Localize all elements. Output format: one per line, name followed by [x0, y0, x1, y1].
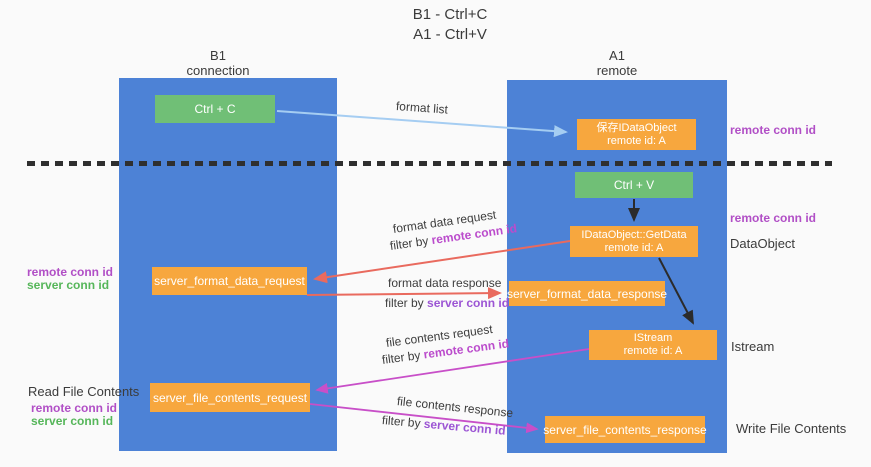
- annotation-istream: Istream: [731, 339, 775, 354]
- filter-prefix: filter by: [381, 347, 425, 367]
- node-idataobject-getdata-line1: IDataObject::GetData: [581, 228, 687, 241]
- node-istream-line2: remote id: A: [623, 345, 683, 357]
- annotation-remote-conn-id-top: remote conn id: [730, 123, 817, 137]
- node-server-file-contents-request: server_file_contents_request: [150, 383, 310, 412]
- annotation-remote-conn-id: remote conn id: [27, 265, 114, 279]
- node-istream: IStream remote id: A: [589, 330, 717, 360]
- node-idataobject-getdata: IDataObject::GetData remote id: A: [570, 226, 698, 257]
- edge-label-format-data-response: format data response: [388, 276, 502, 290]
- annotation-left-conn-ids-top: remote conn id server conn id: [27, 266, 113, 292]
- annotation-server-conn-id: server conn id: [27, 278, 110, 292]
- diagram-title: B1 - Ctrl+C A1 - Ctrl+V: [250, 5, 650, 45]
- annotation-read-file-contents: Read File Contents: [28, 384, 140, 399]
- annotation-remote-conn-id-mid: remote conn id: [730, 211, 817, 225]
- lane-a1-role: remote: [596, 63, 638, 78]
- filter-key-server-conn-id: server conn id: [427, 296, 510, 310]
- node-saved-idataobject: 保存IDataObject remote id: A: [577, 119, 696, 150]
- node-ctrl-v-label: Ctrl + V: [613, 178, 655, 192]
- node-ctrl-v: Ctrl + V: [575, 172, 693, 198]
- node-saved-idataobject-line1: 保存IDataObject: [596, 121, 677, 134]
- node-idataobject-getdata-line2: remote id: A: [604, 241, 664, 254]
- node-server-format-data-request: server_format_data_request: [152, 267, 307, 295]
- annotation-left-conn-ids-bottom: remote conn id server conn id: [31, 402, 117, 428]
- node-server-format-data-response: server_format_data_response: [506, 281, 668, 306]
- lane-b1-role: connection: [186, 63, 250, 78]
- node-server-format-data-response-label: server_format_data_response: [506, 286, 668, 301]
- node-saved-idataobject-line2: remote id: A: [607, 134, 666, 147]
- title-line-2: A1 - Ctrl+V: [413, 26, 487, 43]
- annotation-server-conn-id: server conn id: [31, 414, 114, 428]
- filter-prefix: filter by: [381, 413, 425, 431]
- title-line-1: B1 - Ctrl+C: [412, 6, 488, 23]
- annotation-dataobject: DataObject: [730, 236, 796, 251]
- filter-prefix: filter by: [389, 233, 433, 253]
- lane-header-b1: B1 connection: [138, 48, 298, 78]
- node-server-format-data-request-label: server_format_data_request: [154, 274, 305, 288]
- annotation-remote-conn-id: remote conn id: [31, 401, 118, 415]
- node-server-file-contents-response: server_file_contents_response: [543, 416, 707, 443]
- edge-label-format-data-response-filter: filter by server conn id: [385, 296, 509, 310]
- edge-label-format-list: format list: [395, 99, 449, 117]
- lane-a1-name: A1: [609, 48, 625, 63]
- node-istream-line1: IStream: [633, 332, 673, 344]
- filter-prefix: filter by: [385, 296, 428, 310]
- lane-header-a1: A1 remote: [537, 48, 697, 78]
- node-ctrl-c-label: Ctrl + C: [194, 102, 236, 116]
- node-ctrl-c: Ctrl + C: [155, 95, 275, 123]
- annotation-write-file-contents: Write File Contents: [736, 421, 847, 436]
- node-server-file-contents-response-label: server_file_contents_response: [543, 422, 707, 437]
- lane-b1-name: B1: [210, 48, 226, 63]
- filter-key-server-conn-id: server conn id: [423, 416, 507, 438]
- node-server-file-contents-request-label: server_file_contents_request: [152, 390, 308, 405]
